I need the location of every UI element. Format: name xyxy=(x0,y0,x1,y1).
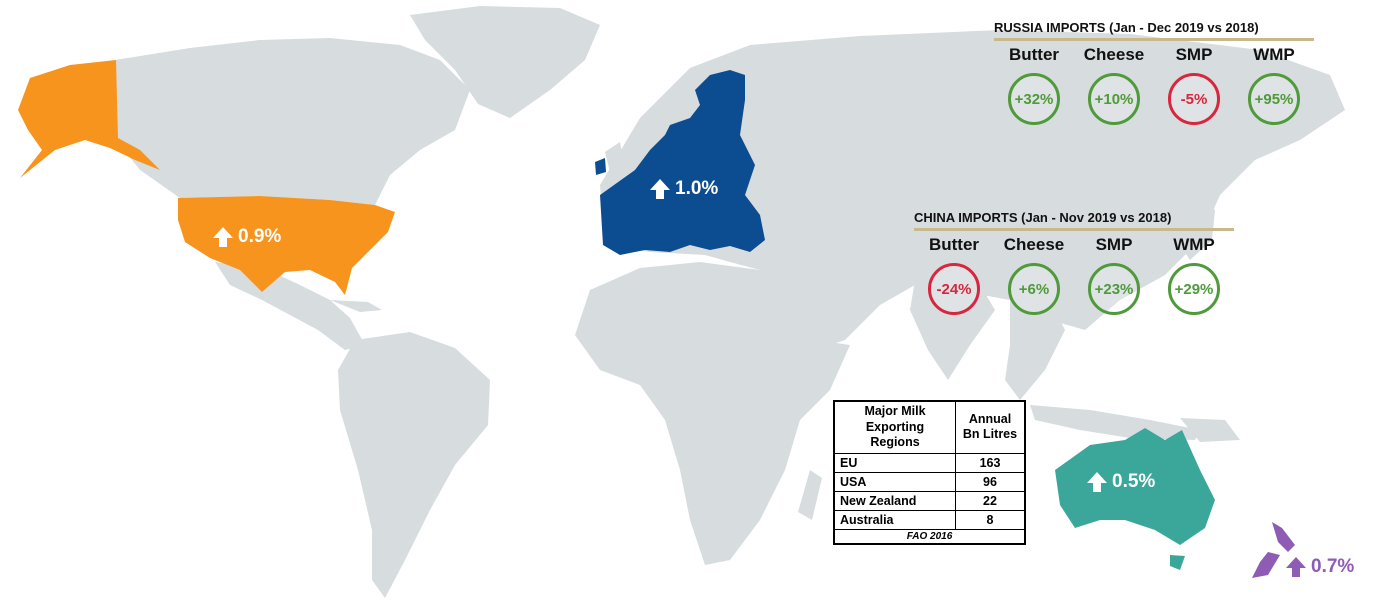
change-circle: +29% xyxy=(1168,263,1220,315)
header-volume: Annual Bn Litres xyxy=(955,400,1026,454)
land-greenland xyxy=(410,6,600,118)
arrow-up-icon xyxy=(213,227,233,247)
eu-change-value: 1.0% xyxy=(675,178,719,199)
russia-imports-item: Butter +32% xyxy=(994,41,1074,125)
eu-change-label: 1.0% xyxy=(649,178,718,200)
land-eurasia xyxy=(600,30,1345,350)
land-caribbean xyxy=(330,300,382,312)
russia-imports-item: Cheese +10% xyxy=(1074,41,1154,125)
row-value: 22 xyxy=(955,490,1026,511)
header-region: Major Milk Exporting Regions xyxy=(833,400,956,454)
change-circle: -5% xyxy=(1168,73,1220,125)
china-imports-columns: Butter -24% Cheese +6% SMP +23% WMP +29% xyxy=(914,231,1234,315)
land-masses xyxy=(115,6,1345,598)
arrow-up-icon xyxy=(1286,557,1306,577)
nz-north-island xyxy=(1272,522,1295,552)
region-usa xyxy=(18,60,395,295)
new-zealand-change-label: 0.7% xyxy=(1285,556,1354,578)
eu-ireland xyxy=(595,158,606,175)
china-imports-item: SMP +23% xyxy=(1074,231,1154,315)
land-africa xyxy=(575,262,850,565)
change-circle: +32% xyxy=(1008,73,1060,125)
land-south-america xyxy=(338,332,490,598)
land-new-guinea xyxy=(1180,418,1240,442)
china-imports-item: WMP +29% xyxy=(1154,231,1234,315)
product-label: Butter xyxy=(928,235,980,254)
usa-change-value: 0.9% xyxy=(238,226,282,247)
region-australia xyxy=(1055,428,1215,570)
china-imports-title: CHINA IMPORTS (Jan - Nov 2019 vs 2018) xyxy=(914,210,1234,231)
land-indonesia xyxy=(1030,405,1200,440)
land-canada xyxy=(115,38,470,205)
australia-change-value: 0.5% xyxy=(1112,471,1156,492)
change-circle: -24% xyxy=(928,263,980,315)
product-label: SMP xyxy=(1095,235,1133,254)
russia-imports-panel: RUSSIA IMPORTS (Jan - Dec 2019 vs 2018) … xyxy=(994,20,1314,125)
russia-imports-item: SMP -5% xyxy=(1154,41,1234,125)
change-circle: +10% xyxy=(1088,73,1140,125)
china-imports-item: Butter -24% xyxy=(914,231,994,315)
china-imports-panel: CHINA IMPORTS (Jan - Nov 2019 vs 2018) B… xyxy=(914,210,1234,315)
product-label: SMP xyxy=(1175,45,1213,64)
new-zealand-change-value: 0.7% xyxy=(1311,556,1355,577)
row-region: USA xyxy=(833,471,956,492)
australia-tasmania xyxy=(1170,555,1185,570)
product-label: WMP xyxy=(1253,45,1295,64)
arrow-up-icon xyxy=(650,179,670,199)
australia-mainland xyxy=(1055,428,1215,545)
row-value: 163 xyxy=(955,452,1026,473)
russia-imports-title: RUSSIA IMPORTS (Jan - Dec 2019 vs 2018) xyxy=(994,20,1314,41)
product-label: Butter xyxy=(1008,45,1060,64)
land-central-america xyxy=(215,262,365,350)
land-indochina xyxy=(1005,300,1065,400)
row-value: 96 xyxy=(955,471,1026,492)
product-label: Cheese xyxy=(1083,45,1145,64)
change-circle: +23% xyxy=(1088,263,1140,315)
nz-south-island xyxy=(1252,552,1280,578)
row-value: 8 xyxy=(955,509,1026,530)
russia-imports-item: WMP +95% xyxy=(1234,41,1314,125)
table-source: FAO 2016 xyxy=(833,528,1026,545)
usa-alaska xyxy=(18,60,160,178)
region-eu xyxy=(595,70,765,255)
usa-change-label: 0.9% xyxy=(212,226,281,248)
land-japan xyxy=(1180,195,1215,260)
eu-mainland xyxy=(600,70,765,255)
product-label: WMP xyxy=(1173,235,1215,254)
table-header-row: Major Milk Exporting Regions Annual Bn L… xyxy=(833,400,1026,454)
arrow-up-icon xyxy=(1087,472,1107,492)
usa-mainland xyxy=(178,196,395,295)
region-new-zealand xyxy=(1252,522,1295,578)
table-source-row: FAO 2016 xyxy=(833,528,1026,545)
row-region: New Zealand xyxy=(833,490,956,511)
australia-change-label: 0.5% xyxy=(1086,471,1155,493)
change-circle: +95% xyxy=(1248,73,1300,125)
land-madagascar xyxy=(798,470,822,520)
milk-exporting-table: Major Milk Exporting Regions Annual Bn L… xyxy=(833,400,1026,545)
product-label: Cheese xyxy=(1003,235,1065,254)
china-imports-item: Cheese +6% xyxy=(994,231,1074,315)
row-region: Australia xyxy=(833,509,956,530)
russia-imports-columns: Butter +32% Cheese +10% SMP -5% WMP +95% xyxy=(994,41,1314,125)
change-circle: +6% xyxy=(1008,263,1060,315)
land-uk xyxy=(605,142,625,180)
row-region: EU xyxy=(833,452,956,473)
